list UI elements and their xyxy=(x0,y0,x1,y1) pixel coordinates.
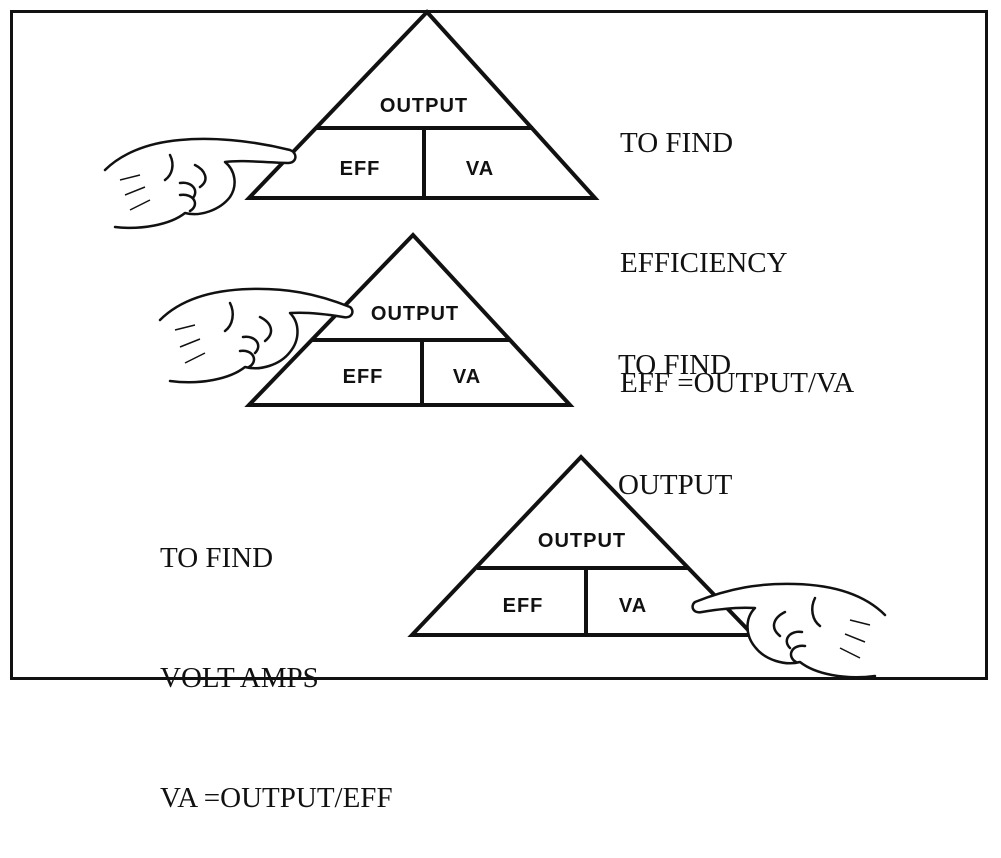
panel-3-subject: VOLT AMPS xyxy=(160,662,319,694)
diagram-frame xyxy=(10,10,988,680)
triangle-label-output: OUTPUT xyxy=(538,530,626,552)
triangle-label-output: OUTPUT xyxy=(371,303,459,325)
pointing-hand-icon xyxy=(103,137,297,230)
panel-2-subject: OUTPUT xyxy=(618,469,733,501)
formula-triangle-2: OUTPUT EFF VA xyxy=(244,232,575,407)
panel-1-subject: EFFICIENCY xyxy=(620,247,788,279)
panel-3-title: TO FIND xyxy=(160,542,274,574)
triangle-label-va: VA xyxy=(453,366,481,388)
panel-1-formula: EFF =OUTPUT/VA xyxy=(620,367,855,399)
triangle-label-eff: EFF xyxy=(343,366,384,388)
panel-2-title: TO FIND xyxy=(618,349,732,381)
panel-1-title: TO FIND xyxy=(620,127,734,159)
panel-3-formula: VA =OUTPUT/EFF xyxy=(160,782,393,814)
pointing-hand-icon xyxy=(158,287,354,384)
panel-3-text: TO FIND VOLT AMPS VA =OUTPUT/EFF xyxy=(160,458,393,858)
triangle-label-va: VA xyxy=(619,595,647,617)
pointing-hand-icon xyxy=(691,582,887,679)
formula-triangle-1: OUTPUT EFF VA xyxy=(244,9,600,200)
formula-triangle-3: OUTPUT EFF VA xyxy=(407,454,758,637)
triangle-label-va: VA xyxy=(466,158,494,180)
triangle-label-eff: EFF xyxy=(503,595,544,617)
triangle-label-output: OUTPUT xyxy=(380,95,468,117)
panel-1-text: TO FIND EFFICIENCY EFF =OUTPUT/VA xyxy=(620,43,854,443)
triangle-label-eff: EFF xyxy=(340,158,381,180)
